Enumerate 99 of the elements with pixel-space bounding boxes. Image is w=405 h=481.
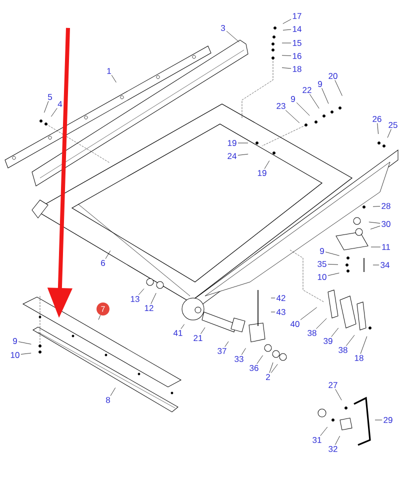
callout-number: 19 <box>258 170 266 176</box>
leader-line <box>44 100 49 113</box>
leader-line <box>310 94 320 109</box>
callout-number: 3 <box>220 25 225 31</box>
callout-number: 35 <box>318 261 326 267</box>
callout-number: 4 <box>58 101 62 107</box>
callout-number: 9 <box>320 248 324 254</box>
callout-number: 42 <box>276 295 286 301</box>
leader-line <box>372 206 380 207</box>
leader-line <box>346 334 355 346</box>
leader-line <box>334 80 342 96</box>
callout-number: 14 <box>292 26 302 32</box>
callout-number: 10 <box>10 352 20 358</box>
leader-line <box>372 264 380 266</box>
callout-number: 32 <box>328 446 338 452</box>
callout-badge: 7 <box>96 302 110 316</box>
callout-number: 5 <box>48 94 52 100</box>
leader-line <box>264 160 270 169</box>
callout-number: 26 <box>372 116 382 122</box>
leader-line <box>300 307 317 320</box>
leader-line <box>335 388 342 400</box>
callout-number: 24 <box>228 153 236 159</box>
callout-number: 11 <box>382 244 390 250</box>
callout-number: 31 <box>312 437 322 443</box>
leader-line <box>241 348 246 355</box>
callout-number: 2 <box>266 374 270 380</box>
callout-number: 18 <box>354 355 364 361</box>
callout-number: 17 <box>292 13 302 19</box>
callout-number: 13 <box>130 296 140 302</box>
callout-number: 9 <box>13 338 17 344</box>
callout-number: 33 <box>234 356 244 362</box>
callout-number: 38 <box>338 347 348 353</box>
callout-number: 23 <box>276 103 286 109</box>
leader-line <box>269 362 274 374</box>
callout-number: 9 <box>318 81 322 87</box>
callout-number: 10 <box>318 274 326 280</box>
leader-line <box>320 426 328 436</box>
leader-line <box>316 318 327 329</box>
leader-line <box>370 246 381 248</box>
callout-number: 27 <box>328 382 338 388</box>
callout-number: 12 <box>144 305 154 311</box>
callout-number: 22 <box>302 87 312 93</box>
leader-line <box>328 264 338 265</box>
callout-number: 8 <box>106 397 110 403</box>
leader-line <box>335 436 340 445</box>
leader-line <box>270 364 278 374</box>
leader-line <box>138 288 144 295</box>
callout-number: 38 <box>308 330 316 336</box>
callout-number: 43 <box>276 309 286 315</box>
leader-line <box>256 355 263 364</box>
leader-line <box>180 324 184 330</box>
leader-line <box>238 154 248 156</box>
leader-line <box>282 68 292 69</box>
callout-number: 25 <box>388 122 398 128</box>
leader-line <box>370 226 380 230</box>
leader-line <box>331 328 339 337</box>
callout-number: 15 <box>292 40 302 46</box>
callout-number: 37 <box>218 348 226 354</box>
callout-number: 18 <box>292 66 302 72</box>
leader-line <box>282 19 292 24</box>
callout-number: 1 <box>107 68 111 74</box>
leader-line <box>51 108 58 117</box>
leader-line <box>328 272 340 276</box>
callout-number: 16 <box>292 53 302 59</box>
leader-line <box>111 74 116 83</box>
callout-number: 9 <box>291 96 295 102</box>
leader-line <box>282 29 292 30</box>
leader-line <box>285 110 300 124</box>
leader-line <box>296 102 310 116</box>
leader-line <box>377 123 378 134</box>
leader-line <box>368 222 380 224</box>
callout-number: 34 <box>380 262 390 268</box>
leader-line <box>282 42 292 44</box>
callout-number: 6 <box>101 260 105 266</box>
callout-number: 29 <box>384 417 392 423</box>
leader-line <box>110 388 116 396</box>
callout-number: 19 <box>228 140 236 146</box>
leader-line <box>226 30 240 42</box>
leader-line <box>238 142 248 144</box>
leader-line <box>325 252 340 256</box>
callout-number: 41 <box>173 330 182 336</box>
callout-number: 39 <box>324 338 332 344</box>
leader-line <box>387 129 392 138</box>
callout-number: 20 <box>328 73 338 79</box>
leader-line <box>322 88 329 104</box>
leader-line <box>282 55 292 56</box>
callout-number: 30 <box>382 221 390 227</box>
leader-line <box>360 336 368 354</box>
callout-number: 40 <box>290 321 300 327</box>
leader-line <box>150 292 156 304</box>
leader-line <box>18 342 32 344</box>
leader-line <box>200 327 206 334</box>
leader-line <box>105 250 111 259</box>
callout-number: 28 <box>382 203 390 209</box>
leader-line <box>224 341 229 347</box>
callout-number: 21 <box>194 335 202 341</box>
leader-line <box>98 314 101 320</box>
callout-number: 36 <box>250 365 258 371</box>
leader-line <box>20 352 32 354</box>
